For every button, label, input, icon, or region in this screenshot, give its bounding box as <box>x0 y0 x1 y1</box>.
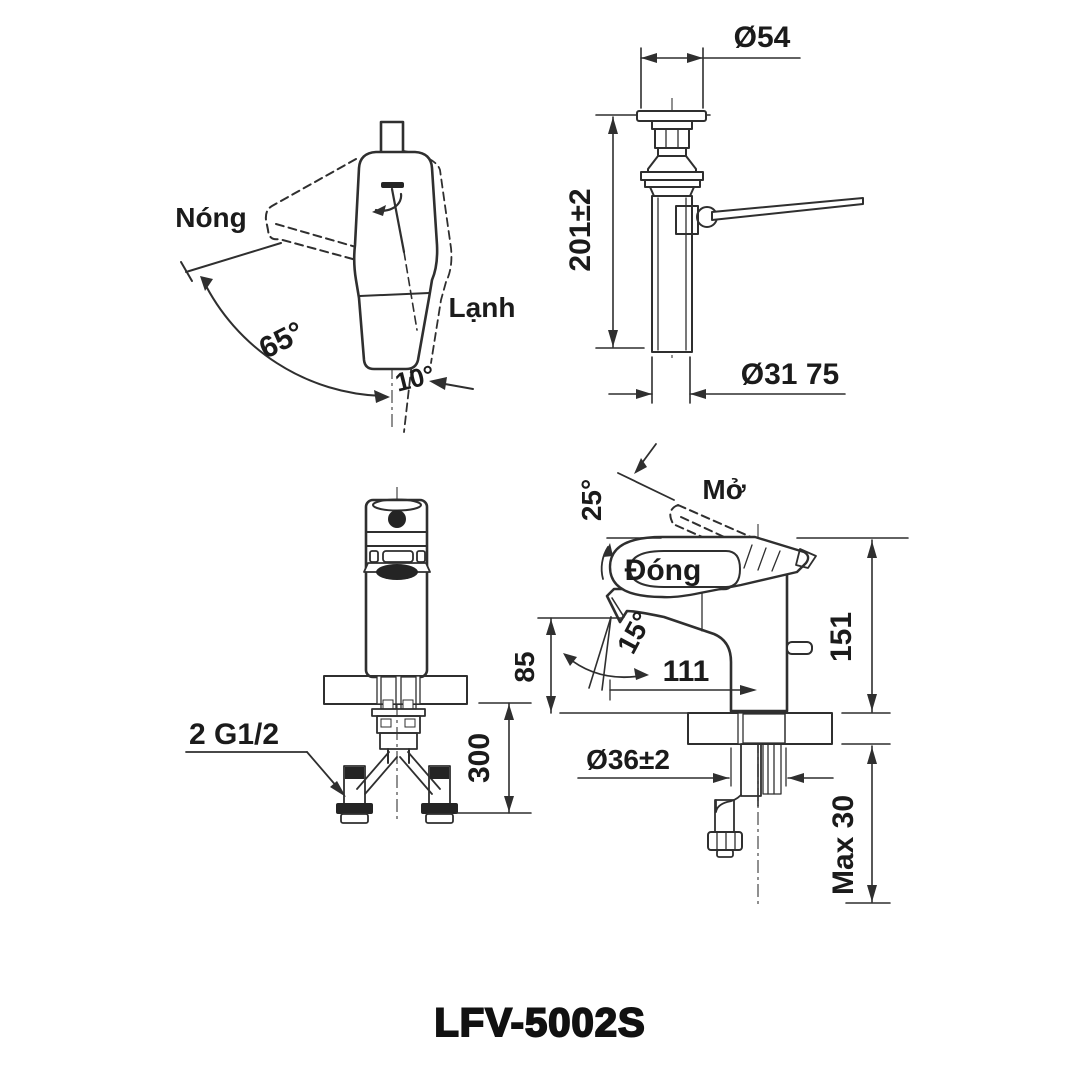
handle-rotation-view: Nóng Lạnh 65° 10° <box>175 120 516 433</box>
dimension-swing-65 <box>180 242 390 403</box>
counter-hole <box>376 675 421 705</box>
handle-pivot-mark <box>381 182 404 188</box>
tilted-axis <box>390 187 406 254</box>
outlet-height-label: 85 <box>509 651 540 682</box>
spout-outlet <box>611 597 625 618</box>
dimension-spout-reach <box>609 679 757 701</box>
dimension-tilt-10 <box>429 377 474 390</box>
hot-label: Nóng <box>175 202 247 233</box>
dimension-stream-angle <box>563 616 649 691</box>
tilted-axis-dashed <box>403 251 418 331</box>
supply-hoses <box>336 748 458 824</box>
dimension-cap-diameter <box>640 47 801 109</box>
side-counter-hole <box>737 712 786 745</box>
under-counter-hardware <box>707 743 782 858</box>
lift-rod <box>711 197 864 221</box>
dimension-pipe-diameter <box>608 356 846 404</box>
handle-open-dashed <box>669 504 761 557</box>
faucet-body-silhouette <box>352 150 439 371</box>
closed-label: Đóng <box>625 554 702 587</box>
handle-open-position-hot <box>264 158 361 262</box>
drain-assembly-view: Ø54 201±2 <box>564 21 864 404</box>
open-angle-label: 25° <box>576 479 607 521</box>
inlet-thread-callout <box>185 751 346 797</box>
open-label: Mở <box>702 474 745 505</box>
drain-cap-dia-label: Ø54 <box>734 21 791 54</box>
indicator-dot <box>388 510 406 528</box>
drain-body <box>636 110 864 353</box>
side-view: 25° Mở Đóng 85 <box>509 443 909 906</box>
cold-label: Lạnh <box>449 292 516 323</box>
body-seam <box>359 292 430 297</box>
handle-front-shadow <box>376 564 418 580</box>
handle-closed <box>608 535 817 599</box>
deck-thickness-label: Max 30 <box>827 795 860 895</box>
drain-height-label: 201±2 <box>564 188 597 271</box>
spout-reach-label: 111 <box>663 655 710 688</box>
dimension-hole-diameter <box>577 747 834 787</box>
rotation-arrowhead <box>372 205 386 216</box>
front-shank <box>371 676 426 750</box>
inlet-thread-label: 2 G1/2 <box>189 718 279 751</box>
front-view: 2 G1/2 300 <box>185 487 532 824</box>
body-height-label: 151 <box>825 612 858 662</box>
swing-angle-label: 65° <box>254 316 309 366</box>
dimension-open-angle <box>600 443 675 580</box>
dimension-outlet-height <box>537 617 689 714</box>
dimension-deck-thickness <box>841 743 891 904</box>
hose-length-label: 300 <box>463 733 496 783</box>
model-title: LFV-5002S <box>434 1001 645 1045</box>
handle-stem <box>379 120 405 155</box>
popup-rod-knob <box>786 641 813 655</box>
drain-pipe-dia-label: Ø31 75 <box>741 358 839 391</box>
side-shank-in-hole <box>742 713 786 744</box>
dimension-hose-length <box>455 702 532 814</box>
hole-dia-label: Ø36±2 <box>586 744 670 775</box>
dimension-body-height <box>796 537 909 714</box>
